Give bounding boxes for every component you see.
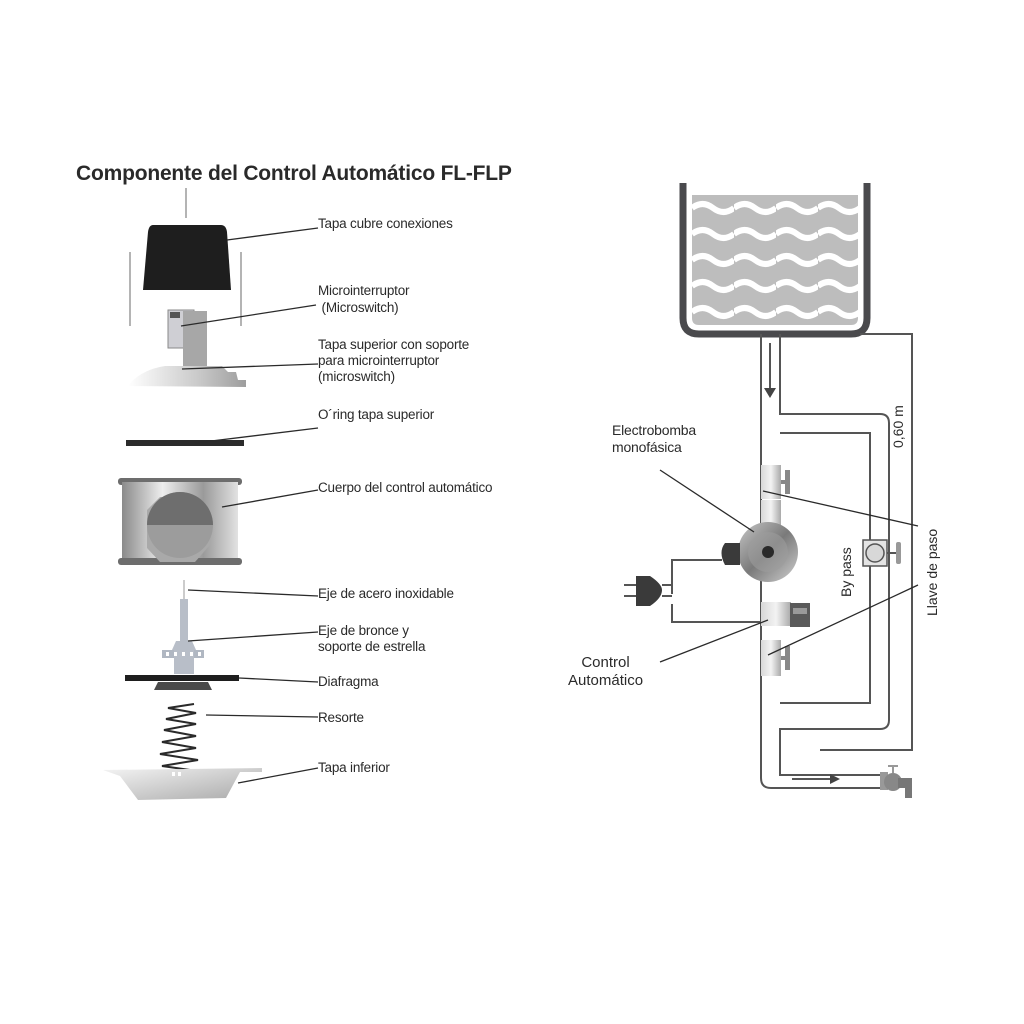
piping (671, 333, 913, 789)
label-eje-bronce: Eje de bronce y soporte de estrella (318, 623, 426, 654)
electric-pump (721, 500, 798, 582)
label-tapa-cubre-conexiones: Tapa cubre conexiones (318, 216, 453, 231)
leader-lines-right (659, 469, 919, 663)
part-eje-bronce (162, 599, 204, 674)
diagram-title: Componente del Control Automático FL-FLP (76, 162, 512, 185)
power-plug (624, 576, 672, 606)
part-oring (126, 440, 244, 446)
flow-arrow-down (764, 343, 776, 398)
leader-lines-left (180, 227, 319, 784)
part-resorte (159, 703, 199, 771)
part-tapa-cubre-conexiones (129, 188, 242, 326)
label-microinterruptor: Microinterruptor (Microswitch) (318, 283, 410, 315)
gate-valve-top (761, 465, 790, 499)
bypass-valve (862, 539, 901, 567)
label-by-pass: By pass (838, 547, 854, 597)
part-tapa-inferior (103, 768, 262, 800)
water-tank (679, 183, 871, 338)
label-diafragma: Diafragma (318, 674, 379, 689)
part-cuerpo (118, 478, 242, 565)
label-control-automatico: Control Automático (568, 654, 644, 689)
flow-arrow-right (792, 774, 840, 784)
label-oring: O´ring tapa superior (318, 407, 435, 422)
faucet (880, 765, 912, 798)
label-llave-de-paso: Llave de paso (924, 528, 940, 616)
gate-valve-bottom (761, 640, 790, 676)
label-resorte: Resorte (318, 710, 364, 725)
label-electrobomba: Electrobomba monofásica (612, 422, 696, 455)
part-microinterruptor (167, 309, 207, 373)
label-tapa-superior: Tapa superior con soporte para microinte… (318, 337, 470, 384)
label-height-060m: 0,60 m (890, 405, 906, 448)
automatic-control-unit (761, 602, 810, 627)
label-tapa-inferior: Tapa inferior (318, 760, 390, 775)
label-eje-acero: Eje de acero inoxidable (318, 586, 454, 601)
part-diafragma (125, 675, 239, 690)
part-tapa-superior (128, 366, 246, 387)
label-cuerpo: Cuerpo del control automático (318, 480, 493, 495)
